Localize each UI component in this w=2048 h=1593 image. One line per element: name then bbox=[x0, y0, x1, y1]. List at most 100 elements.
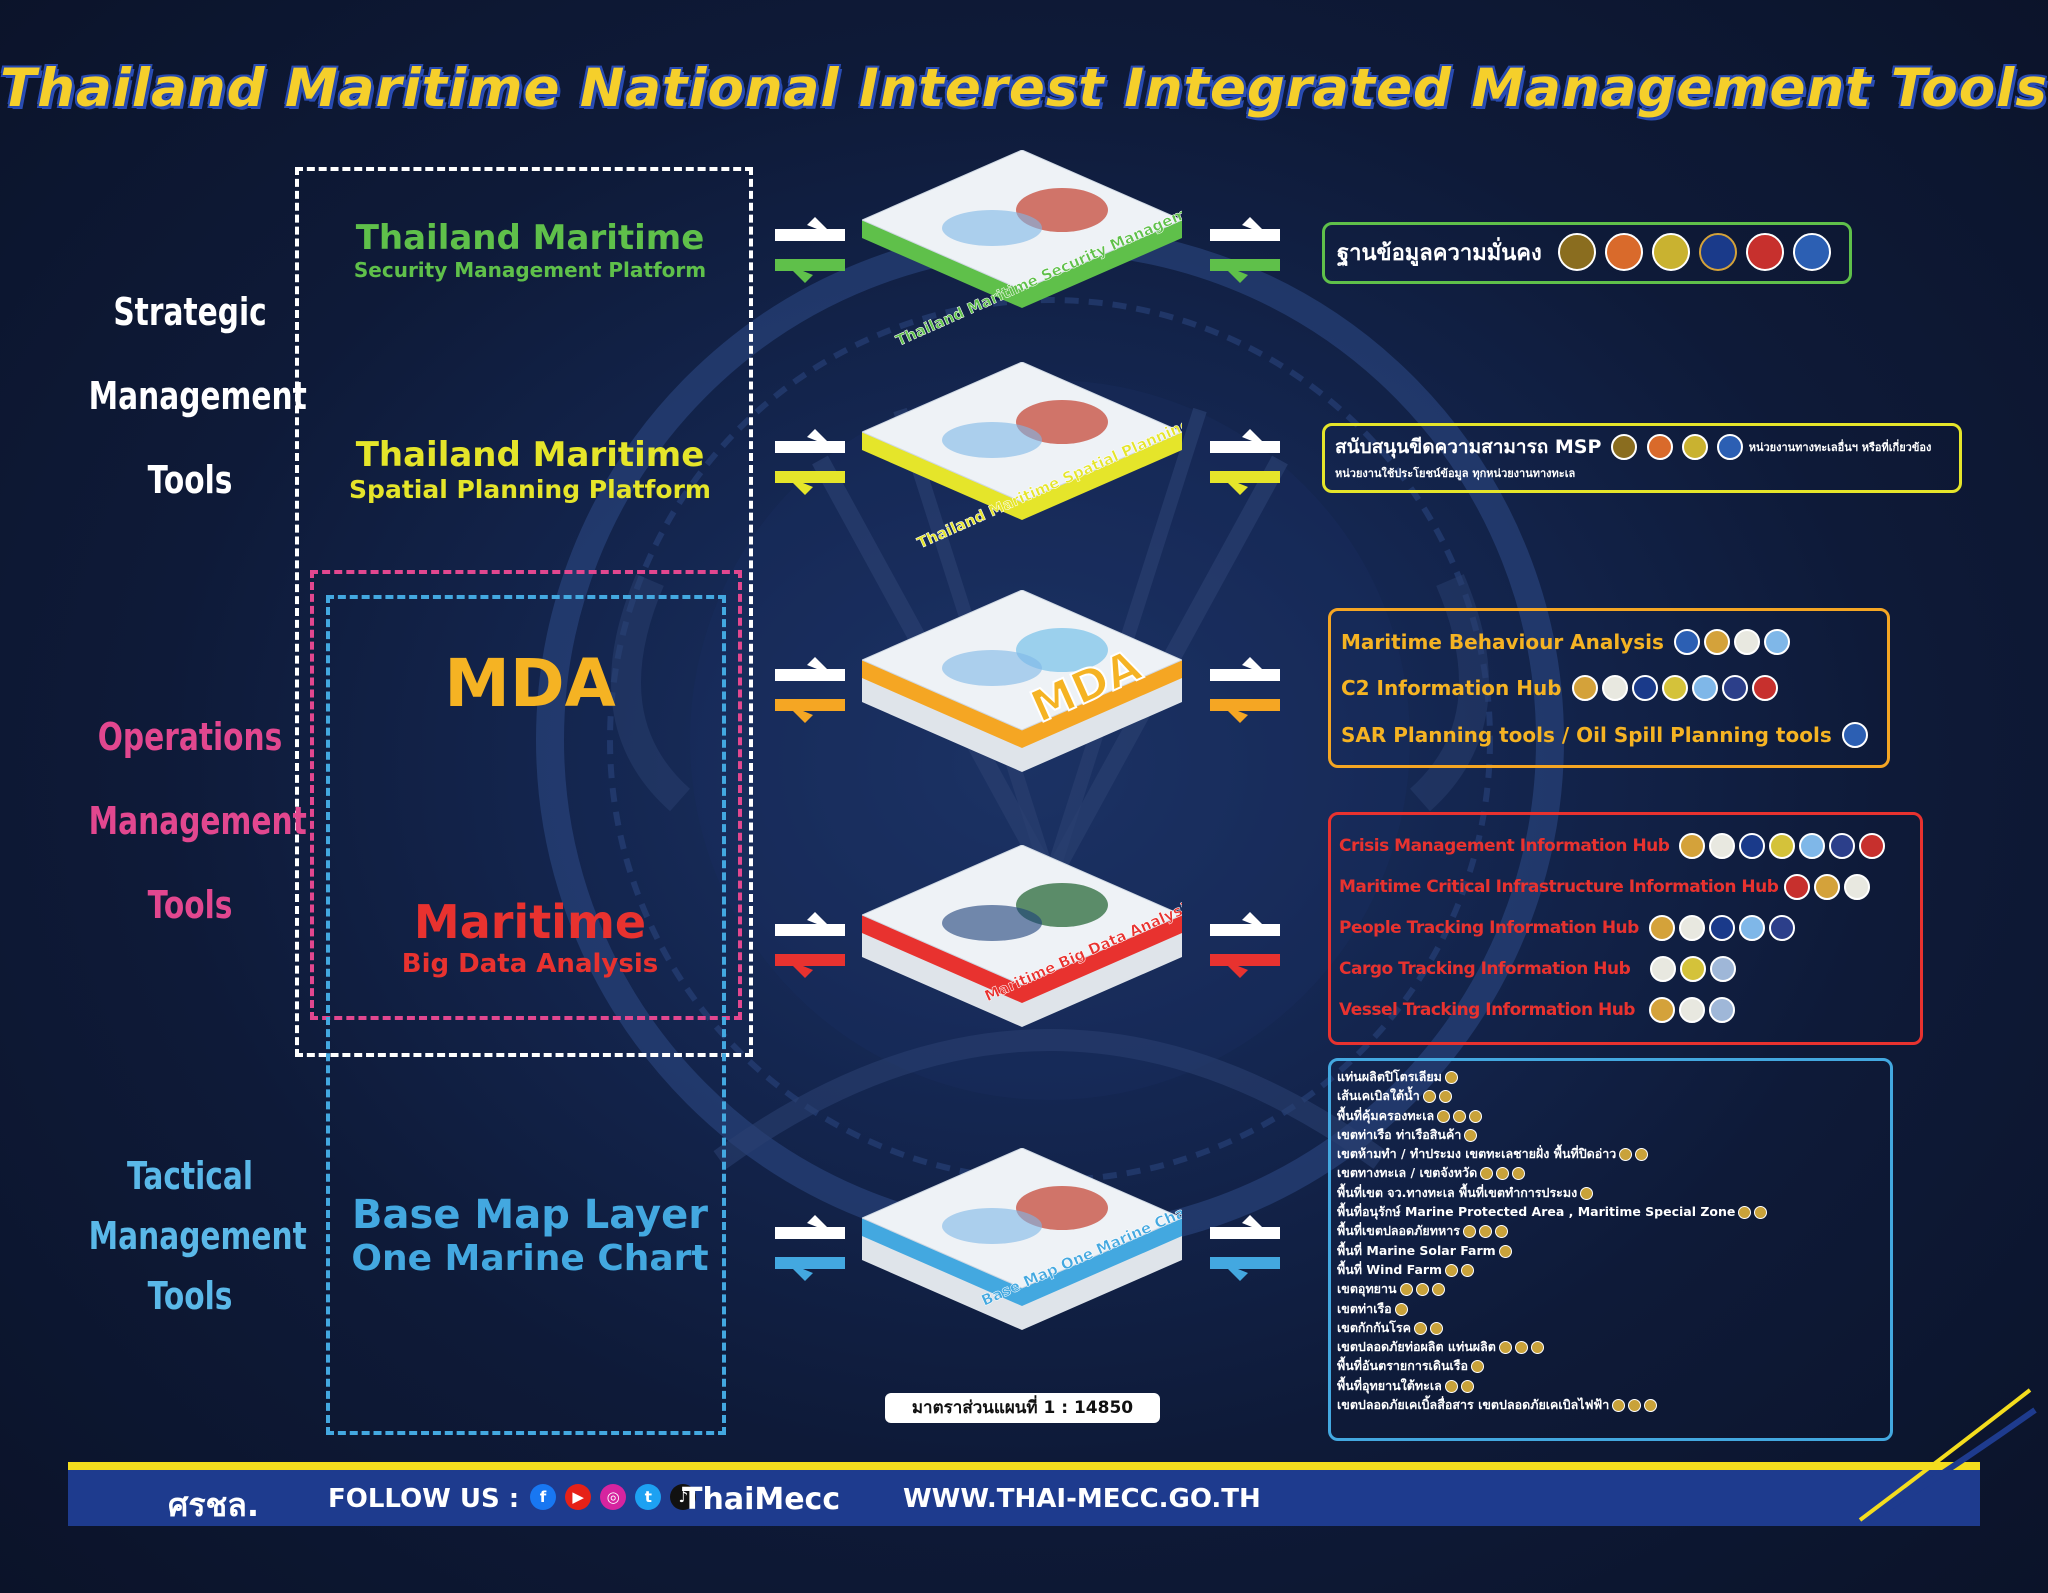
agency-emblem-icon bbox=[1841, 722, 1868, 748]
platform-layer-bigdata: Maritime Big Data Analysis bbox=[862, 845, 1182, 1027]
agency-emblem-icon bbox=[1768, 914, 1795, 941]
footer-logo: ศรชล. bbox=[168, 1486, 259, 1524]
basemap-list-item: เขตอุทยาน bbox=[1337, 1279, 1884, 1298]
bigdata-item: Vessel Tracking Information Hub bbox=[1339, 999, 1635, 1020]
agency-emblem-icon bbox=[1733, 629, 1760, 655]
basemap-list-item: เขตทางทะเล / เขตจังหวัด bbox=[1337, 1163, 1884, 1182]
arrow-bottom-shape bbox=[1210, 471, 1280, 495]
main-title: Thailand Maritime National Interest Inte… bbox=[0, 58, 2048, 119]
agency-emblem-icon bbox=[1498, 1341, 1512, 1355]
security-info-text: ฐานข้อมูลความมั่นคง bbox=[1337, 240, 1542, 266]
agency-emblem-icon bbox=[1628, 1399, 1642, 1413]
platform-layer-mda: MDA bbox=[862, 590, 1182, 772]
operations-tools-label: Operations Management Tools bbox=[88, 715, 307, 927]
agency-emblem-icon bbox=[1648, 914, 1675, 941]
basemap-list-item: พื้นที่อนุรักษ์ Marine Protected Area , … bbox=[1337, 1202, 1884, 1221]
agency-emblem-icon bbox=[1514, 1341, 1528, 1355]
mda-item: SAR Planning tools / Oil Spill Planning … bbox=[1341, 723, 1832, 747]
agency-emblem-icon bbox=[1763, 629, 1790, 655]
tactical-frame bbox=[326, 595, 726, 1435]
agency-emblem-icon bbox=[1469, 1109, 1483, 1123]
instagram-icon[interactable]: ◎ bbox=[600, 1484, 627, 1510]
right-exchange-arrow-icon bbox=[1210, 657, 1280, 723]
social-handle[interactable]: ThaiMecc bbox=[682, 1482, 841, 1517]
agency-emblem-icon bbox=[1844, 873, 1871, 900]
map-thumbnail-shape bbox=[942, 422, 1042, 458]
follow-us-label: FOLLOW US : bbox=[328, 1484, 520, 1514]
agency-emblem-icon bbox=[1746, 233, 1785, 271]
right-exchange-arrow-icon bbox=[1210, 429, 1280, 495]
basemap-list-item-text: พื้นที่คุ้มครองทะเล bbox=[1337, 1107, 1435, 1123]
bigdata-label: Maritime Big Data Analysis bbox=[401, 895, 659, 979]
agency-emblem-icon bbox=[1651, 233, 1690, 271]
map-thumbnail-shape bbox=[1016, 628, 1108, 672]
agency-emblem-icon bbox=[1708, 914, 1735, 941]
arrow-bottom-shape bbox=[775, 699, 845, 723]
arrow-top-shape bbox=[1210, 657, 1280, 681]
agency-emblem-icon bbox=[1784, 873, 1811, 900]
agency-emblem-icon bbox=[1530, 1341, 1544, 1355]
basemap-list-item-text: แท่นผลิตปิโตรเลียม bbox=[1337, 1069, 1442, 1084]
basemap-list-item-text: เขตกักกันโรค bbox=[1337, 1319, 1411, 1335]
spatial-side-text: หน่วยงานทางทะเลอื่นฯ หรือที่เกี่ยวข้อง bbox=[1748, 441, 1932, 454]
security-platform-label: Thailand Maritime Security Management Pl… bbox=[353, 218, 707, 282]
agency-emblem-icon bbox=[1703, 629, 1730, 655]
agency-emblem-icon bbox=[1461, 1263, 1475, 1277]
twitter-icon[interactable]: t bbox=[635, 1484, 662, 1510]
basemap-list-item: พื้นที่อุทยานใต้ทะเล bbox=[1337, 1376, 1884, 1395]
agency-emblem-icon bbox=[1631, 675, 1658, 701]
agency-emblem-icon bbox=[1661, 675, 1688, 701]
agency-emblem-icon bbox=[1754, 1206, 1768, 1220]
spatial-platform-label: Thailand Maritime Spatial Planning Platf… bbox=[349, 435, 711, 504]
agency-emblem-icon bbox=[1769, 832, 1796, 859]
agency-emblem-icon bbox=[1680, 955, 1707, 982]
platform-layer-spatial: Thailand Maritime Spatial Planning Platf… bbox=[862, 362, 1182, 552]
agency-emblem-icon bbox=[1399, 1283, 1413, 1297]
basemap-list-item: แท่นผลิตปิโตรเลียม bbox=[1337, 1067, 1884, 1086]
mda-info-box: Maritime Behaviour Analysis C2 Informati… bbox=[1328, 608, 1890, 768]
basemap-list-item: พื้นที่ Marine Solar Farm bbox=[1337, 1241, 1884, 1260]
basemap-list-item: พื้นที่อันตรายการเดินเรือ bbox=[1337, 1356, 1884, 1375]
basemap-list-item: เขตห้ามทำ / ทำประมง เขตทะเลชายฝั่ง พื้นท… bbox=[1337, 1144, 1884, 1163]
agency-emblem-icon bbox=[1444, 1379, 1458, 1393]
agency-emblem-icon bbox=[1462, 1225, 1476, 1239]
agency-emblem-icon bbox=[1716, 434, 1743, 460]
basemap-list-item-text: เขตท่าเรือ bbox=[1337, 1300, 1392, 1316]
agency-emblem-icon bbox=[1601, 675, 1628, 701]
mda-item: C2 Information Hub bbox=[1341, 676, 1562, 700]
agency-emblem-icon bbox=[1709, 832, 1736, 859]
basemap-list-item-text: พื้นที่เขตปลอดภัยทหาร bbox=[1337, 1223, 1460, 1239]
website-link[interactable]: WWW.THAI-MECC.GO.TH bbox=[903, 1484, 1261, 1514]
bigdata-item: Maritime Critical Infrastructure Informa… bbox=[1339, 876, 1779, 897]
spatial-info-box: สนับสนุนขีดความสามารถ MSP หน่วยงานทางทะเ… bbox=[1322, 423, 1962, 493]
youtube-icon[interactable]: ▶ bbox=[565, 1484, 592, 1510]
map-thumbnail-shape bbox=[1016, 188, 1108, 232]
arrow-top-shape bbox=[1210, 1215, 1280, 1239]
agency-emblem-icon bbox=[1829, 832, 1856, 859]
basemap-list-item: เขตปลอดภัยเคเบิ้ลสื่อสาร เขตปลอดภัยเคเบิ… bbox=[1337, 1395, 1884, 1414]
agency-emblem-icon bbox=[1580, 1186, 1594, 1200]
platform-layer-security: Thailand Maritime Security Management Pl… bbox=[862, 150, 1182, 350]
arrow-bottom-shape bbox=[775, 259, 845, 283]
basemap-list-item-text: พื้นที่อันตรายการเดินเรือ bbox=[1337, 1358, 1468, 1374]
map-thumbnail-shape bbox=[1016, 400, 1108, 444]
left-exchange-arrow-icon bbox=[775, 657, 845, 723]
agency-emblem-icon bbox=[1453, 1109, 1467, 1123]
basemap-list-item: พื้นที่เขต จว.ทางทะเล พื้นที่เขตทำการประ… bbox=[1337, 1183, 1884, 1202]
facebook-icon[interactable]: f bbox=[530, 1484, 556, 1510]
left-exchange-arrow-icon bbox=[775, 912, 845, 978]
bigdata-info-box: Crisis Management Information Hub Mariti… bbox=[1328, 812, 1923, 1045]
agency-emblem-icon bbox=[1721, 675, 1748, 701]
agency-emblem-icon bbox=[1612, 1399, 1626, 1413]
agency-emblem-icon bbox=[1679, 832, 1706, 859]
agency-emblem-icon bbox=[1691, 675, 1718, 701]
right-exchange-arrow-icon bbox=[1210, 1215, 1280, 1281]
arrow-bottom-shape bbox=[775, 471, 845, 495]
left-exchange-arrow-icon bbox=[775, 217, 845, 283]
tiktok-icon[interactable]: ♪ bbox=[670, 1484, 697, 1510]
basemap-label: Base Map Layer One Marine Chart bbox=[351, 1192, 709, 1279]
agency-emblem-icon bbox=[1394, 1302, 1408, 1316]
agency-emblem-icon bbox=[1799, 832, 1826, 859]
footer-bar: ศรชล. FOLLOW US : f ▶ ◎ t ♪ ThaiMecc WWW… bbox=[68, 1462, 1980, 1526]
